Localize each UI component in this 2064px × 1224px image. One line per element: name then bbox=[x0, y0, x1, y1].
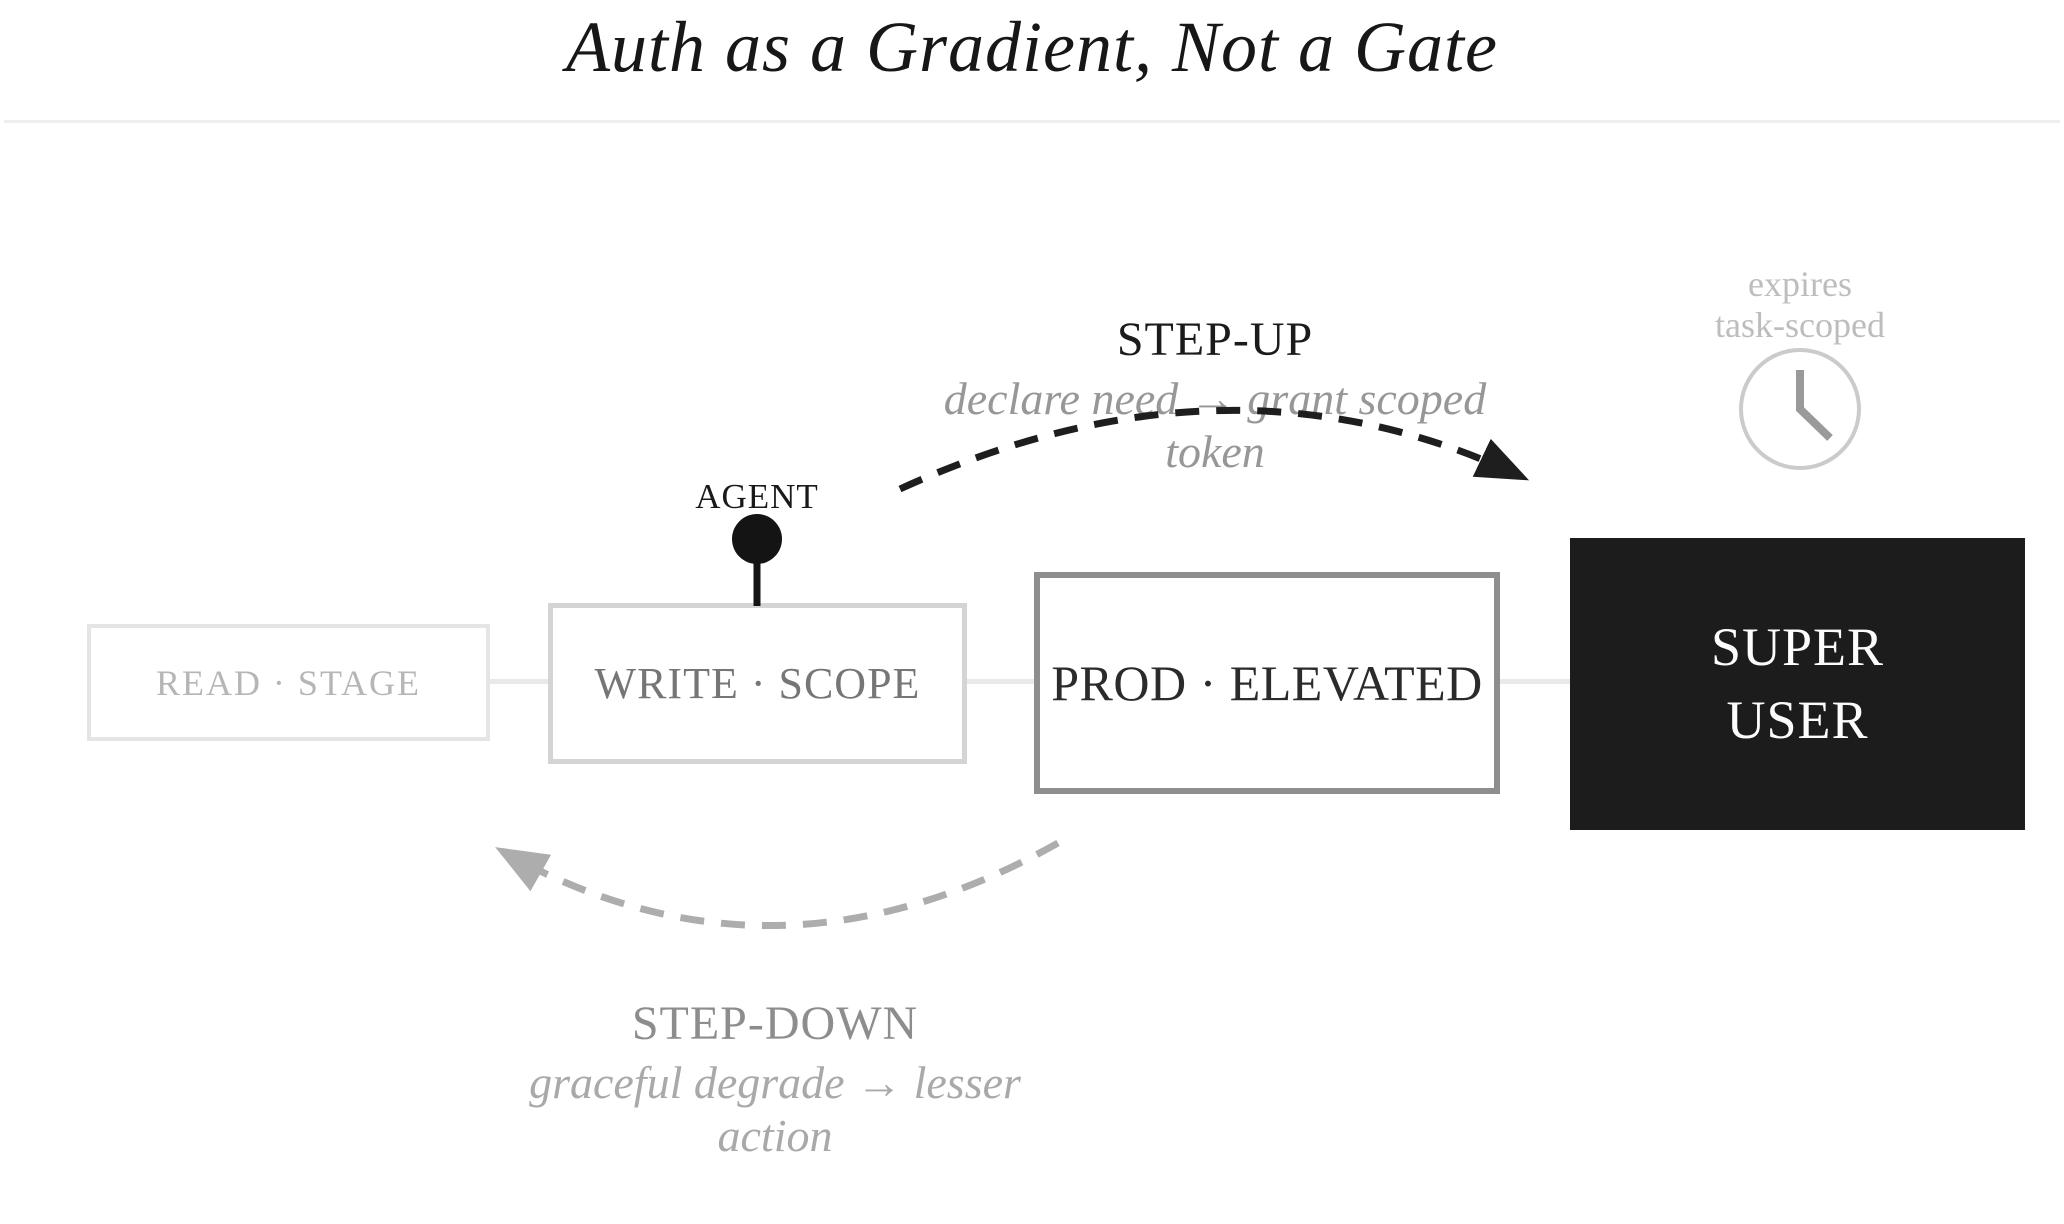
node-prod-elevated: PROD · ELEVATED bbox=[1034, 572, 1500, 794]
expiry-note-line1: expires bbox=[1748, 264, 1852, 304]
step-down-label: STEP-DOWN bbox=[631, 997, 919, 1050]
node-write-scope: WRITE · SCOPE bbox=[548, 603, 967, 764]
step-down-description: graceful degrade → lesser action bbox=[529, 1057, 1021, 1161]
clock-icon bbox=[1739, 348, 1861, 470]
node-read-stage: READ · STAGE bbox=[87, 624, 490, 741]
node-super-user-label-line1: SUPER bbox=[1710, 617, 1885, 677]
connector-prod-super bbox=[1500, 679, 1570, 684]
connector-write-prod bbox=[967, 679, 1034, 684]
page-title: Auth as a Gradient, Not a Gate bbox=[566, 7, 1498, 87]
step-up-label: STEP-UP bbox=[1116, 313, 1314, 366]
connector-read-write bbox=[490, 679, 548, 684]
node-prod-elevated-label: PROD · ELEVATED bbox=[1051, 655, 1483, 711]
expiry-note-line2: task-scoped bbox=[1715, 305, 1885, 345]
agent-pin-icon bbox=[732, 514, 782, 606]
expiry-note: expires task-scoped bbox=[1650, 264, 1950, 346]
node-read-stage-label: READ · STAGE bbox=[155, 662, 422, 703]
step-down-arrow bbox=[495, 839, 1060, 930]
node-write-scope-label: WRITE · SCOPE bbox=[594, 659, 921, 708]
node-super-user-label-line2: USER bbox=[1726, 690, 1869, 750]
node-super-user: SUPER USER bbox=[1570, 538, 2025, 830]
title-divider bbox=[4, 120, 2060, 123]
agent-label: AGENT bbox=[695, 477, 819, 516]
step-up-description: declare need → grant scoped token bbox=[943, 373, 1487, 477]
